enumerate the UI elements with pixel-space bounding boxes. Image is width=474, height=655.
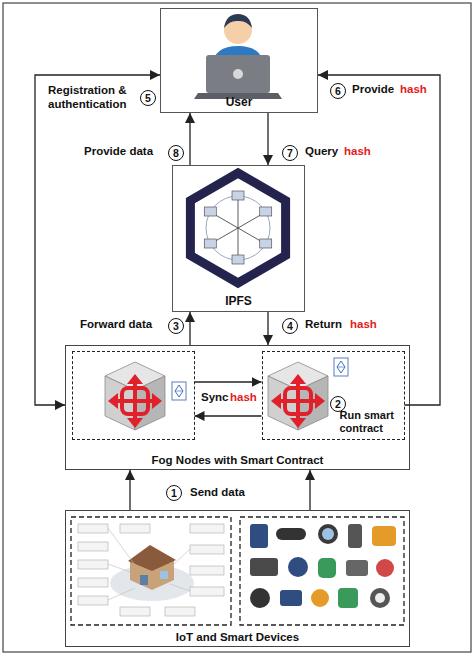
ipfs-hexagon [190,173,285,283]
edge-text: hash [344,145,371,159]
node-label: Fog Nodes with Smart Contract [152,454,324,467]
edge-text: Send data [190,486,245,500]
user-box: User [160,8,318,113]
flow-arrow [267,312,268,345]
fog-group: Fog Nodes with Smart Contract Run smart c… [65,345,410,470]
node-label: User [226,96,253,110]
callout-number: 6 [330,83,346,99]
flow-arrow [318,75,440,405]
device-frame [240,517,404,625]
flow-arrow [267,113,268,165]
fog-node: Run smart contract [262,351,405,440]
smart-home-picture [78,524,224,616]
fog-node [72,351,195,440]
edge-text: Return [305,318,342,332]
edge-text: Registration & authentication [48,84,140,112]
gadget-picture [250,524,396,608]
callout-number: 3 [168,318,184,334]
edge-text: hash [230,391,257,405]
flow-arrow [35,75,160,405]
flow-arrow [189,312,190,345]
fog-server-icon [268,362,328,430]
callout-number: 1 [166,485,182,501]
flow-arrow [309,470,310,510]
device-frame [71,517,231,625]
edge-text: Forward data [80,318,152,332]
device-group: IoT and Smart Devices [65,510,410,647]
contract-icon [334,358,348,376]
flow-arrow [195,415,262,416]
contract-icon [172,382,186,400]
flow-arrow [129,470,130,510]
edge-text: hash [350,318,377,332]
fog-server-icon [105,362,165,430]
node-label: IoT and Smart Devices [176,631,299,644]
callout-number: 5 [140,90,156,106]
ipfs-box: IPFS [172,165,305,312]
outer-frame [3,3,471,652]
user-icon [194,14,282,99]
flow-arrow [189,113,190,165]
edge-text: hash [400,83,427,97]
callout-number: 4 [282,318,298,334]
node-label: IPFS [225,295,252,309]
callout-number: 2 [330,396,346,412]
edge-text: Provide data [84,145,153,159]
callout-number: 7 [282,145,298,161]
node-label: Run smart contract [340,409,398,434]
callout-number: 8 [168,145,184,161]
edge-text: Query [305,145,338,159]
edge-text: Sync [201,391,229,405]
flow-arrow [195,381,262,382]
edge-text: Provide [352,83,394,97]
